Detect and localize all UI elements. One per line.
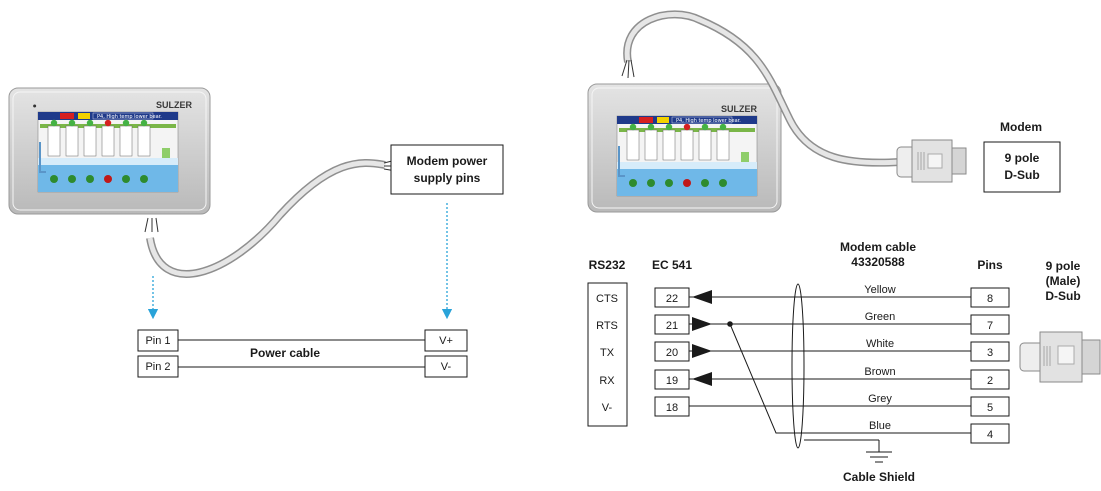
pin2-label: Pin 2 [145, 361, 170, 373]
wire-label-white: White [866, 338, 894, 350]
header-rs232: RS232 [589, 258, 626, 272]
wire-label-grey: Grey [868, 393, 892, 405]
dsub-pins: 8 7 3 2 5 4 [970, 287, 1010, 444]
device-brand-left: SULZER [156, 100, 193, 110]
wire-label-yellow: Yellow [864, 284, 895, 296]
dsub-pin-2: 2 [987, 375, 993, 387]
vplus-label: V+ [439, 335, 453, 347]
cable-shield-label: Cable Shield [843, 470, 915, 484]
modem-cable-graphic [621, 10, 901, 167]
rs232-rx: RX [599, 375, 615, 387]
rs232-tx: TX [600, 347, 615, 359]
controller-device-right: SULZER P4, High temp lower bear. [587, 83, 782, 213]
arrow-tx [692, 344, 712, 358]
power-cable-label: Power cable [250, 346, 320, 360]
header-pins: Pins [977, 258, 1003, 272]
wire-blue [729, 323, 971, 434]
header-ec541: EC 541 [652, 258, 692, 272]
header-dsub-line1: 9 pole [1046, 259, 1081, 273]
modem-box: 9 pole D-Sub [983, 141, 1061, 193]
dsub-pin-7: 7 [987, 320, 993, 332]
ec541-pin-22: 22 [666, 293, 678, 305]
modem-box-line2: D-Sub [1004, 168, 1039, 182]
dsub-pin-4: 4 [987, 429, 993, 441]
dsub-connector-lower [1019, 331, 1101, 383]
dsub-pin-3: 3 [987, 347, 993, 359]
ec541-pins: 22 21 20 19 18 [654, 287, 690, 417]
modem-wires [689, 283, 971, 463]
power-pins-left: Pin 1 Pin 2 [137, 329, 179, 378]
modem-box-line1: 9 pole [1005, 151, 1040, 165]
rs232-vminus: V- [602, 402, 613, 414]
arrow-cts [692, 290, 712, 304]
device-brand-right: SULZER [721, 104, 758, 114]
rs232-cts: CTS [596, 293, 618, 305]
wire-label-blue: Blue [869, 420, 891, 432]
power-pins-right: V+ V- [424, 329, 468, 378]
ec541-pin-21: 21 [666, 320, 678, 332]
header-cable-line1: Modem cable [840, 240, 916, 254]
header-cable-line2: 43320588 [851, 255, 905, 269]
controller-device-left: SULZER ● P4, High temp lower bear. [8, 87, 211, 215]
wire-label-green: Green [865, 311, 896, 323]
dsub-pin-8: 8 [987, 293, 993, 305]
device-alarm-text-left: P4, High temp lower bear. [97, 114, 162, 120]
pin1-label: Pin 1 [145, 335, 170, 347]
svg-text:●: ● [33, 103, 37, 108]
arrow-rts [692, 317, 712, 331]
arrow-rx [692, 372, 712, 386]
modem-power-callout: Modem power supply pins [390, 144, 504, 195]
device-alarm-text-right: P4, High temp lower bear. [676, 118, 741, 124]
ec541-pin-19: 19 [666, 375, 678, 387]
vminus-label: V- [441, 361, 452, 373]
wire-label-brown: Brown [864, 366, 895, 378]
callout-line1: Modem power [407, 154, 488, 168]
ec541-pin-20: 20 [666, 347, 678, 359]
rs232-column [587, 282, 628, 427]
rs232-rts: RTS [596, 320, 618, 332]
dsub-pin-5: 5 [987, 402, 993, 414]
header-dsub-line2: (Male) [1046, 274, 1081, 288]
callout-line2: supply pins [414, 171, 481, 185]
header-dsub-line3: D-Sub [1045, 289, 1080, 303]
ec541-pin-18: 18 [666, 402, 678, 414]
dsub-connector-upper [896, 139, 967, 183]
modem-title: Modem [1000, 120, 1042, 134]
cable-shield-ring [791, 283, 805, 449]
